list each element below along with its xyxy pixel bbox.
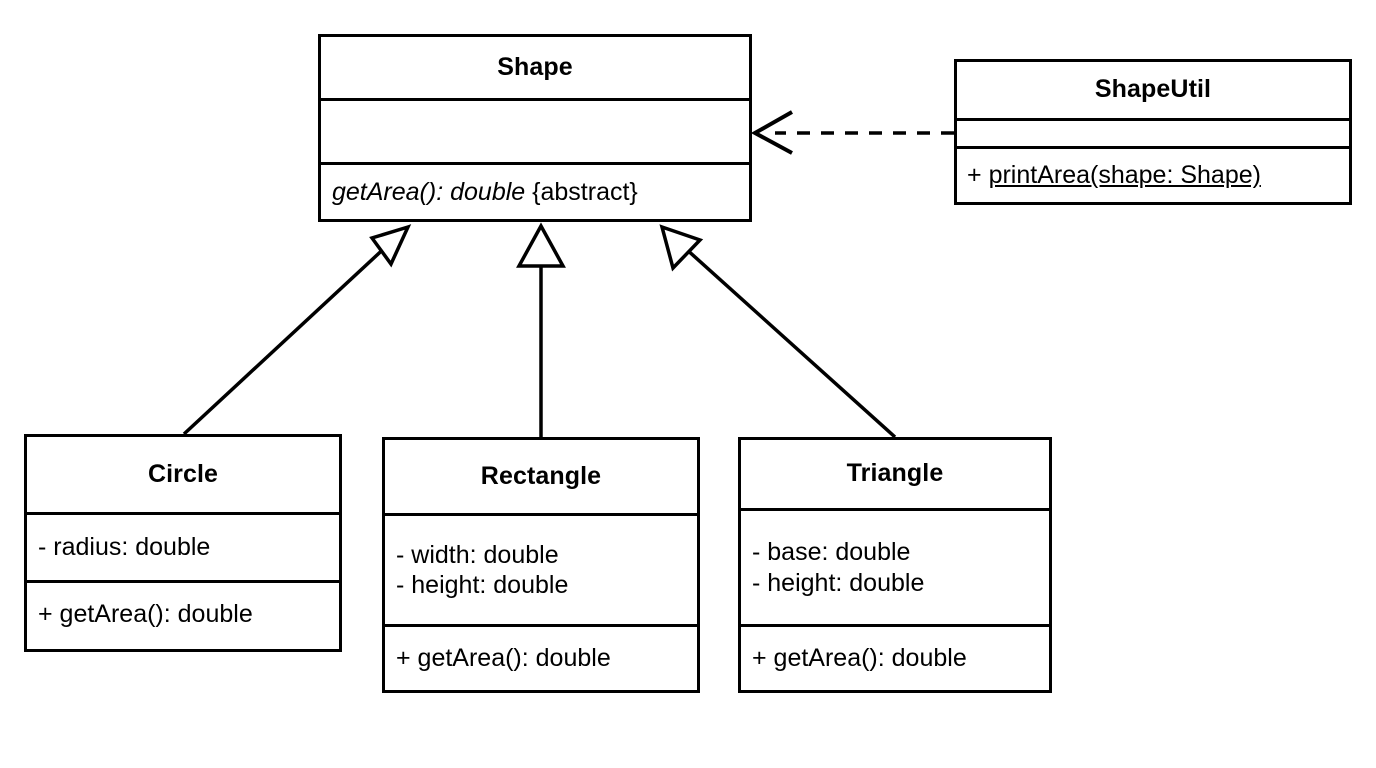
class-name-shape: Shape [497, 52, 573, 81]
class-box-triangle[interactable]: Triangle - base: double - height: double… [738, 437, 1052, 693]
attribute-height: - height: double [396, 571, 569, 599]
operation-signature: getArea(): double [332, 178, 526, 206]
class-name-circle: Circle [147, 459, 219, 488]
edge-shapeutil-to-shape [750, 110, 954, 155]
circle-operations-compartment: + getArea(): double [27, 580, 339, 646]
triangle-name-compartment: Triangle [741, 440, 1049, 508]
operation-get-area-abstract: getArea(): double {abstract} [321, 177, 749, 207]
class-name-shapeutil: ShapeUtil [1094, 75, 1212, 104]
shapeutil-name-compartment: ShapeUtil [957, 62, 1349, 118]
operation-get-area: + getArea(): double [396, 644, 611, 673]
circle-name-compartment: Circle [27, 437, 339, 512]
operation-constraint: {abstract} [532, 178, 638, 206]
operation-get-area: + getArea(): double [752, 644, 967, 673]
class-box-rectangle[interactable]: Rectangle - width: double - height: doub… [382, 437, 700, 693]
shape-attributes-compartment [321, 98, 749, 162]
class-box-shape[interactable]: Shape getArea(): double {abstract} [318, 34, 752, 222]
rectangle-attributes-compartment: - width: double - height: double [385, 513, 697, 624]
operation-visibility: + [967, 161, 982, 189]
class-name-triangle: Triangle [846, 459, 944, 488]
operation-get-area: + getArea(): double [38, 600, 253, 629]
edge-rectangle-to-shape [516, 222, 566, 437]
triangle-attributes-compartment: - base: double - height: double [741, 508, 1049, 624]
shapeutil-operations-compartment: + printArea(shape: Shape) [957, 146, 1349, 202]
operation-signature: printArea(shape: Shape) [988, 161, 1261, 189]
rectangle-operations-compartment: + getArea(): double [385, 624, 697, 690]
shape-operations-compartment: getArea(): double {abstract} [321, 162, 749, 219]
attribute-base: - base: double [752, 538, 911, 566]
edge-circle-to-shape [182, 224, 412, 436]
shape-name-compartment: Shape [321, 37, 749, 98]
triangle-operations-compartment: + getArea(): double [741, 624, 1049, 690]
attribute-width: - width: double [396, 540, 559, 569]
circle-attributes-compartment: - radius: double [27, 512, 339, 580]
class-name-rectangle: Rectangle [480, 461, 602, 490]
operation-visibility-spacer [982, 161, 989, 189]
class-box-circle[interactable]: Circle - radius: double + getArea(): dou… [24, 434, 342, 652]
attribute-height: - height: double [752, 568, 925, 597]
attribute-radius: - radius: double [38, 533, 211, 562]
operation-print-area-static: + printArea(shape: Shape) [957, 161, 1349, 190]
edge-triangle-to-shape [659, 224, 897, 439]
rectangle-name-compartment: Rectangle [385, 440, 697, 513]
class-box-shapeutil[interactable]: ShapeUtil + printArea(shape: Shape) [954, 59, 1352, 205]
shapeutil-attributes-compartment [957, 118, 1349, 146]
